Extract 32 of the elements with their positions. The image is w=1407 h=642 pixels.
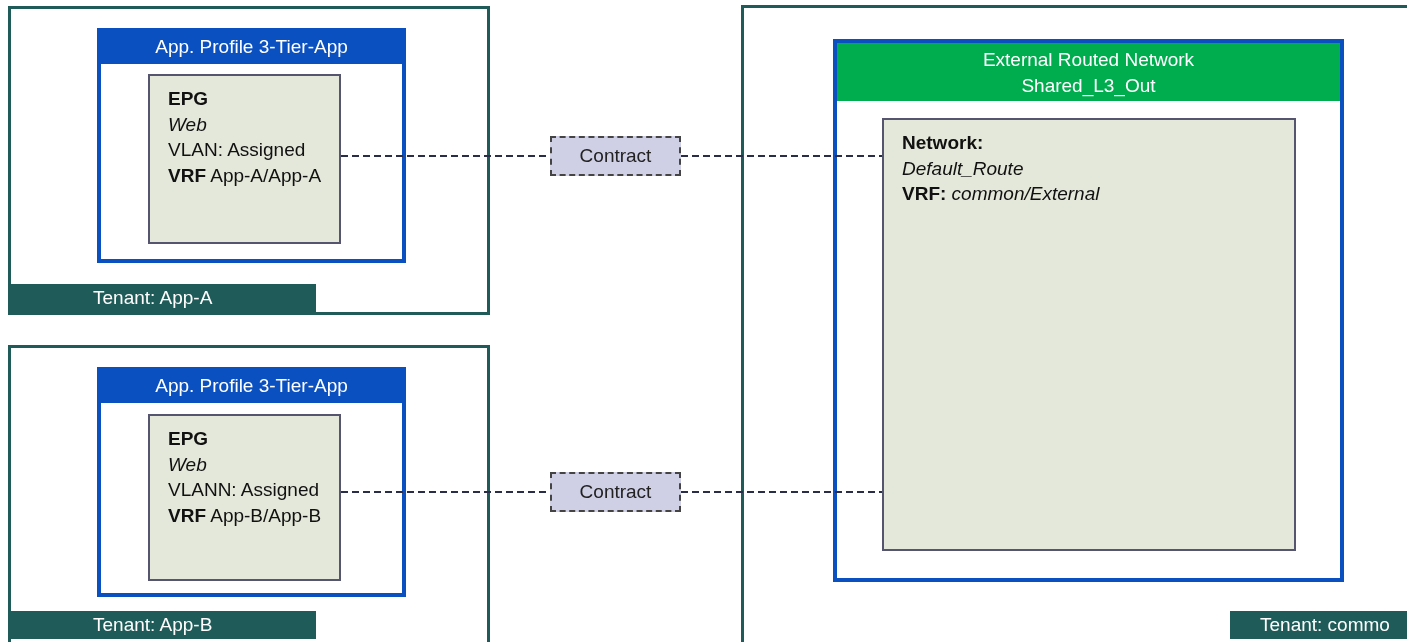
contract-label: Contract — [578, 144, 653, 168]
routed-network-box — [833, 39, 1344, 582]
profile-header: App. Profile 3-Tier-App — [101, 371, 402, 403]
group-text: Network: — [902, 131, 985, 155]
tenant-frame — [8, 345, 490, 642]
profile-header: App. Profile 3-Tier-App — [101, 32, 402, 64]
group-text: VRF: common/External — [902, 182, 1101, 206]
tenant-label: Tenant: commo — [1230, 611, 1407, 639]
group-text: EPG — [168, 87, 210, 111]
network-header: External Routed Network Shared_L3_Out — [837, 43, 1340, 101]
tenant-frame — [741, 5, 1407, 642]
profile-box — [97, 367, 406, 597]
group-box — [882, 118, 1296, 551]
tenant-label: Tenant: App-A — [11, 284, 316, 312]
tenant-label: Tenant: App-B — [11, 611, 316, 639]
group-box — [148, 414, 341, 581]
connector-line — [680, 155, 883, 157]
connector-line — [680, 491, 883, 493]
profile-box — [97, 28, 406, 263]
contract-box — [550, 472, 681, 512]
group-text: Web — [168, 112, 208, 137]
group-text: VRF App-A/App-A — [168, 163, 323, 188]
group-text: VRF App-B/App-B — [168, 503, 323, 528]
group-text: Web — [168, 452, 208, 477]
group-box — [148, 74, 341, 244]
group-text: VLANN: Assigned — [168, 478, 321, 502]
contract-box — [550, 136, 681, 176]
group-text: Default_Route — [902, 156, 1025, 181]
tenant-frame — [8, 6, 490, 315]
contract-label: Contract — [578, 480, 653, 504]
group-text: VLAN: Assigned — [168, 138, 307, 162]
group-text: EPG — [168, 427, 210, 451]
